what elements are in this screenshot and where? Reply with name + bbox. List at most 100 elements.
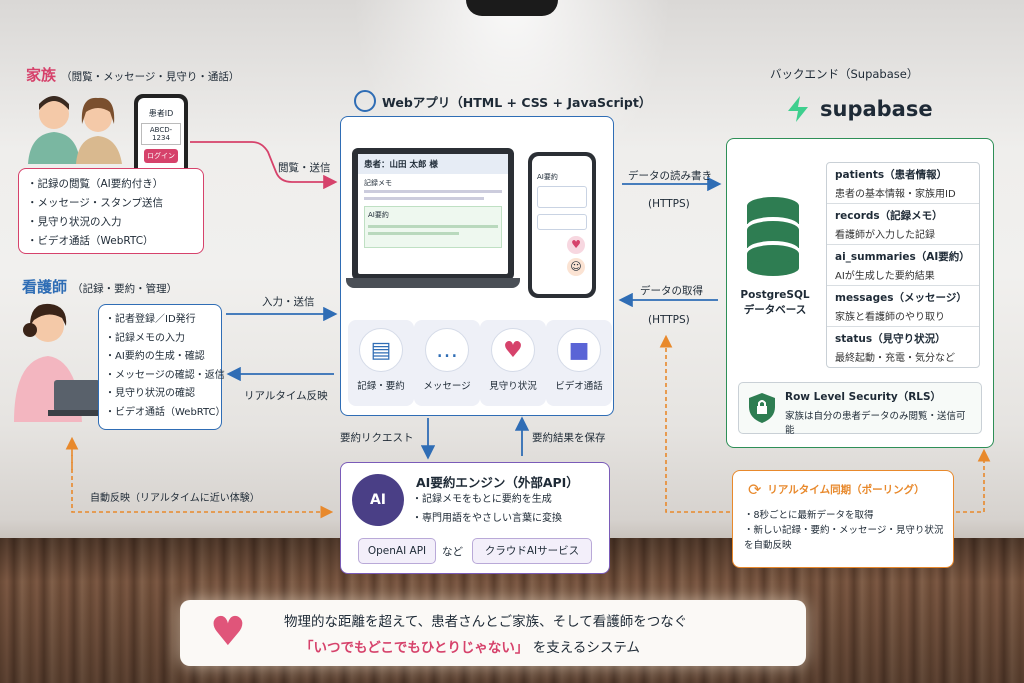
list-item: 見守り状況の確認 [105,385,215,404]
db-table-row: records（記録メモ） 看護師が入力した記録 [827,204,979,245]
supabase-logo: supabase [786,96,933,122]
db-table-row: messages（メッセージ）家族と看護師のやり取り [827,286,979,327]
label-input-send: 入力・送信 [262,296,315,308]
laptop-patient-header: 患者：山田 太郎 様 [358,154,508,174]
list-item: 記者登録／ID発行 [105,311,215,330]
supabase-logo-text: supabase [820,97,933,121]
family-panel: 記録の閲覧（AI要約付き）メッセージ・スタンプ送信見守り状況の入力ビデオ通話（W… [18,168,204,254]
sync-title: リアルタイム同期（ポーリング） [767,484,925,496]
shield-lock-icon [749,393,775,423]
chip-cloud-ai: クラウドAIサービス [472,538,592,564]
ai-and: など [442,546,463,558]
login-button[interactable]: ログイン [144,149,178,163]
heart-sticker-icon: ♥ [567,236,585,254]
rls-panel: Row Level Security（RLS） 家族は自分の患者データのみ閲覧・… [738,382,982,436]
list-item: 専門用語をやさしい言葉に変換 [412,509,562,528]
label-view-send: 閲覧・送信 [278,162,331,174]
list-item: メッセージ・スタンプ送信 [27,194,195,213]
footer-heart-icon: ♥ [210,609,246,655]
footer-line-1: 物理的な距離を超えて、患者さんとご家族、そして看護師をつなぐ [284,614,688,630]
list-item: ビデオ通話（WebRTC） [105,404,226,423]
footer-line-2: 「いつでもどこでもひとりじゃない」 を支えるシステム [300,636,640,656]
rls-desc: 家族は自分の患者データのみ閲覧・送信可能 [785,411,966,436]
footer-rest: を支えるシステム [532,640,640,656]
family-heading: 家族 （閲覧・メッセージ・見守り・通話） [26,64,239,85]
footer-emphasis: 「いつでもどこでもひとりじゃない」 [300,640,529,656]
list-item: 8秒ごとに最新データを取得 [744,508,944,523]
list-item: 記録の閲覧（AI要約付き） [27,175,195,194]
nurse-title: 看護師 [22,278,68,296]
family-title: 家族 [26,66,57,84]
sync-icon: ⟳ [748,480,762,499]
label-https-2: (HTTPS) [648,314,690,326]
label-https-1: (HTTPS) [648,198,690,210]
ai-engine-list: 記録メモをもとに要約を生成専門用語をやさしい言葉に変換 [412,490,562,528]
globe-icon [354,90,376,112]
db-table-row: ai_summaries（AI要約） AIが生成した要約結果 [827,245,979,286]
list-item: 記録メモをもとに要約を生成 [412,490,562,509]
laptop-memo-label: 記録メモ [364,179,392,187]
db-table-name: patients（患者情報） [835,169,948,181]
chat-icon: … [425,328,469,372]
arrow-sync-left [659,334,730,513]
feature-video-label: ビデオ通話 [555,381,603,392]
db-table-desc: 看護師が入力した記録 [835,230,935,241]
ai-head-icon: AI [352,474,404,526]
patient-id-field[interactable]: ABCD-1234 [141,123,181,145]
db-table-name: messages（メッセージ） [835,292,967,304]
family-avatar-icon [28,96,122,164]
list-item: 新しい記録・要約・メッセージ・見守り状況を自動反映 [744,523,944,553]
phone-ai-label: AI要約 [537,173,558,181]
heart-icon: ♥ [491,328,535,372]
nurse-panel: 記者登録／ID発行記録メモの入力AI要約の生成・確認メッセージの確認・返信見守り… [98,304,226,430]
db-table-desc: AIが生成した要約結果 [835,271,935,282]
nurse-avatar-icon [14,303,104,422]
feature-video[interactable]: ■ ビデオ通話 [546,320,612,406]
list-item: 見守り状況の入力 [27,213,195,232]
family-list: 記録の閲覧（AI要約付き）メッセージ・スタンプ送信見守り状況の入力ビデオ通話（W… [27,175,195,251]
chip-openai: OpenAI API [358,538,436,564]
label-summary-save: 要約結果を保存 [532,432,606,444]
label-fetch: データの取得 [640,285,703,297]
feature-records-label: 記録・要約 [357,381,405,392]
nurse-list: 記者登録／ID発行記録メモの入力AI要約の生成・確認メッセージの確認・返信見守り… [105,311,226,423]
sync-list: 8秒ごとに最新データを取得新しい記録・要約・メッセージ・見守り状況を自動反映 [744,508,944,553]
rls-title: Row Level Security（RLS） [785,391,942,403]
nurse-illustration [8,296,104,426]
smile-sticker-icon: ☺ [567,258,585,276]
document-icon: ▤ [359,328,403,372]
nurse-heading: 看護師 （記録・要約・管理） [22,276,177,297]
feature-records[interactable]: ▤ 記録・要約 [348,320,414,406]
db-table-name: ai_summaries（AI要約） [835,251,970,263]
laptop-mockup: 患者：山田 太郎 様 記録メモ AI要約 [346,148,520,294]
db-label: PostgreSQL データベース [740,289,810,316]
list-item: 記録メモの入力 [105,330,215,349]
laptop-ai-label: AI要約 [368,211,389,219]
list-item: メッセージの確認・返信 [105,367,225,386]
db-table-row: status（見守り状況）最終起動・充電・気分など [827,327,979,368]
patient-id-label: 患者ID [148,109,174,118]
list-item: AI要約の生成・確認 [105,348,215,367]
feature-watch[interactable]: ♥ 見守り状況 [480,320,546,406]
supabase-bolt-icon [788,96,808,122]
label-auto: 自動反映（リアルタイムに近い体験） [90,493,260,504]
footer-banner: ♥ 物理的な距離を超えて、患者さんとご家族、そして看護師をつなぐ 「いつでもどこ… [180,600,806,666]
family-phone: 患者ID ABCD-1234 ログイン [134,94,188,178]
nurse-subtitle: （記録・要約・管理） [72,283,178,295]
ceiling-lamp [466,0,558,16]
db-table-name: status（見守り状況） [835,333,946,345]
feature-messages[interactable]: … メッセージ [414,320,480,406]
database-icon [742,196,804,276]
db-table-row: patients（患者情報）患者の基本情報・家族用ID [827,163,979,204]
ai-engine-title: AI要約エンジン（外部API） [416,475,579,490]
arrow-sync-right [956,448,991,513]
family-subtitle: （閲覧・メッセージ・見守り・通話） [61,71,240,83]
db-table-name: records（記録メモ） [835,210,943,222]
label-rw: データの読み書き [628,170,712,182]
label-realtime: リアルタイム反映 [244,390,328,402]
video-icon: ■ [557,328,601,372]
webapp-title: Webアプリ（HTML + CSS + JavaScript） [382,94,652,110]
backend-title: バックエンド（Supabase） [770,67,919,81]
phone-mockup: AI要約 ♥ ☺ [528,152,596,298]
